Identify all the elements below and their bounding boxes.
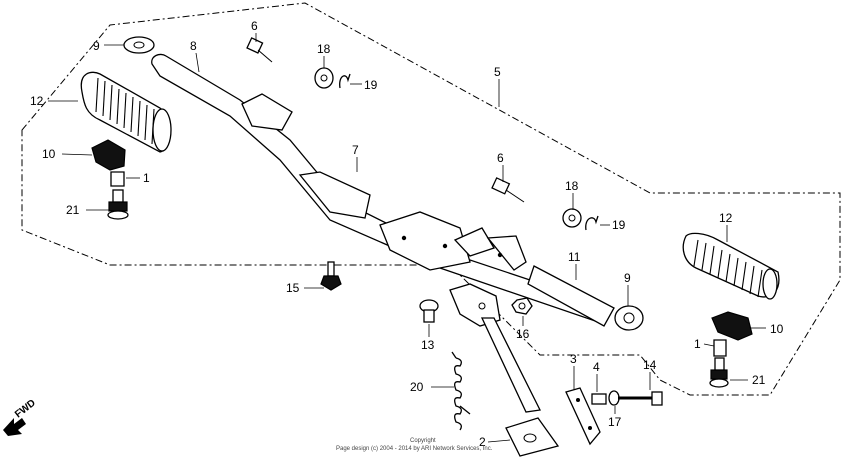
callout-12-left: 12 (30, 94, 44, 108)
washer-9-left (123, 36, 155, 54)
right-tube (527, 265, 615, 327)
left-collar (110, 171, 125, 187)
callout-16: 16 (516, 327, 530, 341)
callout-6-mid: 6 (497, 151, 504, 165)
spring-20 (451, 351, 471, 431)
callout-10-left: 10 (42, 147, 56, 161)
callout-13: 13 (421, 338, 435, 352)
callout-14: 14 (643, 358, 657, 372)
bolt-15 (320, 261, 342, 291)
copyright-line-2: Page design (c) 2004 - 2014 by ARI Netwo… (336, 446, 493, 452)
side-stand-bracket (449, 283, 501, 327)
callout-1-right: 1 (694, 337, 701, 351)
callout-10-right: 10 (770, 322, 784, 336)
nut-16 (511, 297, 533, 315)
callout-19-mid: 19 (612, 218, 626, 232)
washer-18-mid (562, 208, 582, 228)
cotter-pin-19-top (339, 73, 351, 89)
callout-9-right: 9 (624, 271, 631, 285)
callout-18-mid: 18 (565, 179, 579, 193)
cotter-pin-19-mid (585, 215, 599, 231)
callout-12-right: 12 (719, 211, 733, 225)
pin-6-top (246, 37, 273, 63)
washer-17 (608, 390, 620, 406)
bolt-13 (419, 299, 439, 323)
callout-20: 20 (410, 380, 424, 394)
callout-8: 8 (190, 39, 197, 53)
callout-15: 15 (286, 281, 300, 295)
washer-18-top (314, 67, 334, 89)
callout-11: 11 (568, 250, 581, 264)
copyright-line-1: Copyright (410, 438, 436, 444)
right-bolt-21 (709, 357, 729, 388)
pin-6-mid (491, 177, 525, 203)
callout-3: 3 (570, 352, 577, 366)
right-footpeg-bracket (711, 311, 753, 341)
fwd-indicator: FWD (3, 398, 38, 436)
callout-5: 5 (494, 65, 501, 79)
side-stand (480, 317, 560, 457)
callout-1-left: 1 (143, 171, 150, 185)
left-footpeg-rubber (80, 71, 172, 153)
fwd-label: FWD (13, 398, 38, 421)
callout-21-right: 21 (752, 373, 766, 387)
right-footpeg-rubber (682, 232, 780, 300)
callout-9-left: 9 (93, 39, 100, 53)
collar-4 (591, 393, 607, 405)
left-bolt-21 (107, 189, 129, 220)
left-footpeg-bracket (91, 139, 126, 171)
callout-21-left: 21 (66, 203, 80, 217)
main-step-bar (151, 53, 613, 325)
bolt-14 (618, 391, 663, 406)
callout-labels: 12 10 1 21 9 8 6 18 19 5 7 6 18 19 12 11… (30, 19, 784, 449)
right-collar (713, 339, 727, 357)
callout-18-top: 18 (317, 42, 331, 56)
stand-plate-3 (565, 387, 601, 446)
callout-2: 2 (479, 435, 486, 449)
callout-4: 4 (593, 360, 600, 374)
callout-17: 17 (608, 415, 622, 429)
callout-6-top: 6 (251, 19, 258, 33)
callout-7: 7 (352, 143, 359, 157)
washer-9-right (614, 305, 644, 331)
fwd-arrow-icon (3, 418, 26, 436)
assembly-outline (21, 2, 841, 396)
leader-lines (48, 33, 766, 443)
callout-19-top: 19 (364, 78, 378, 92)
